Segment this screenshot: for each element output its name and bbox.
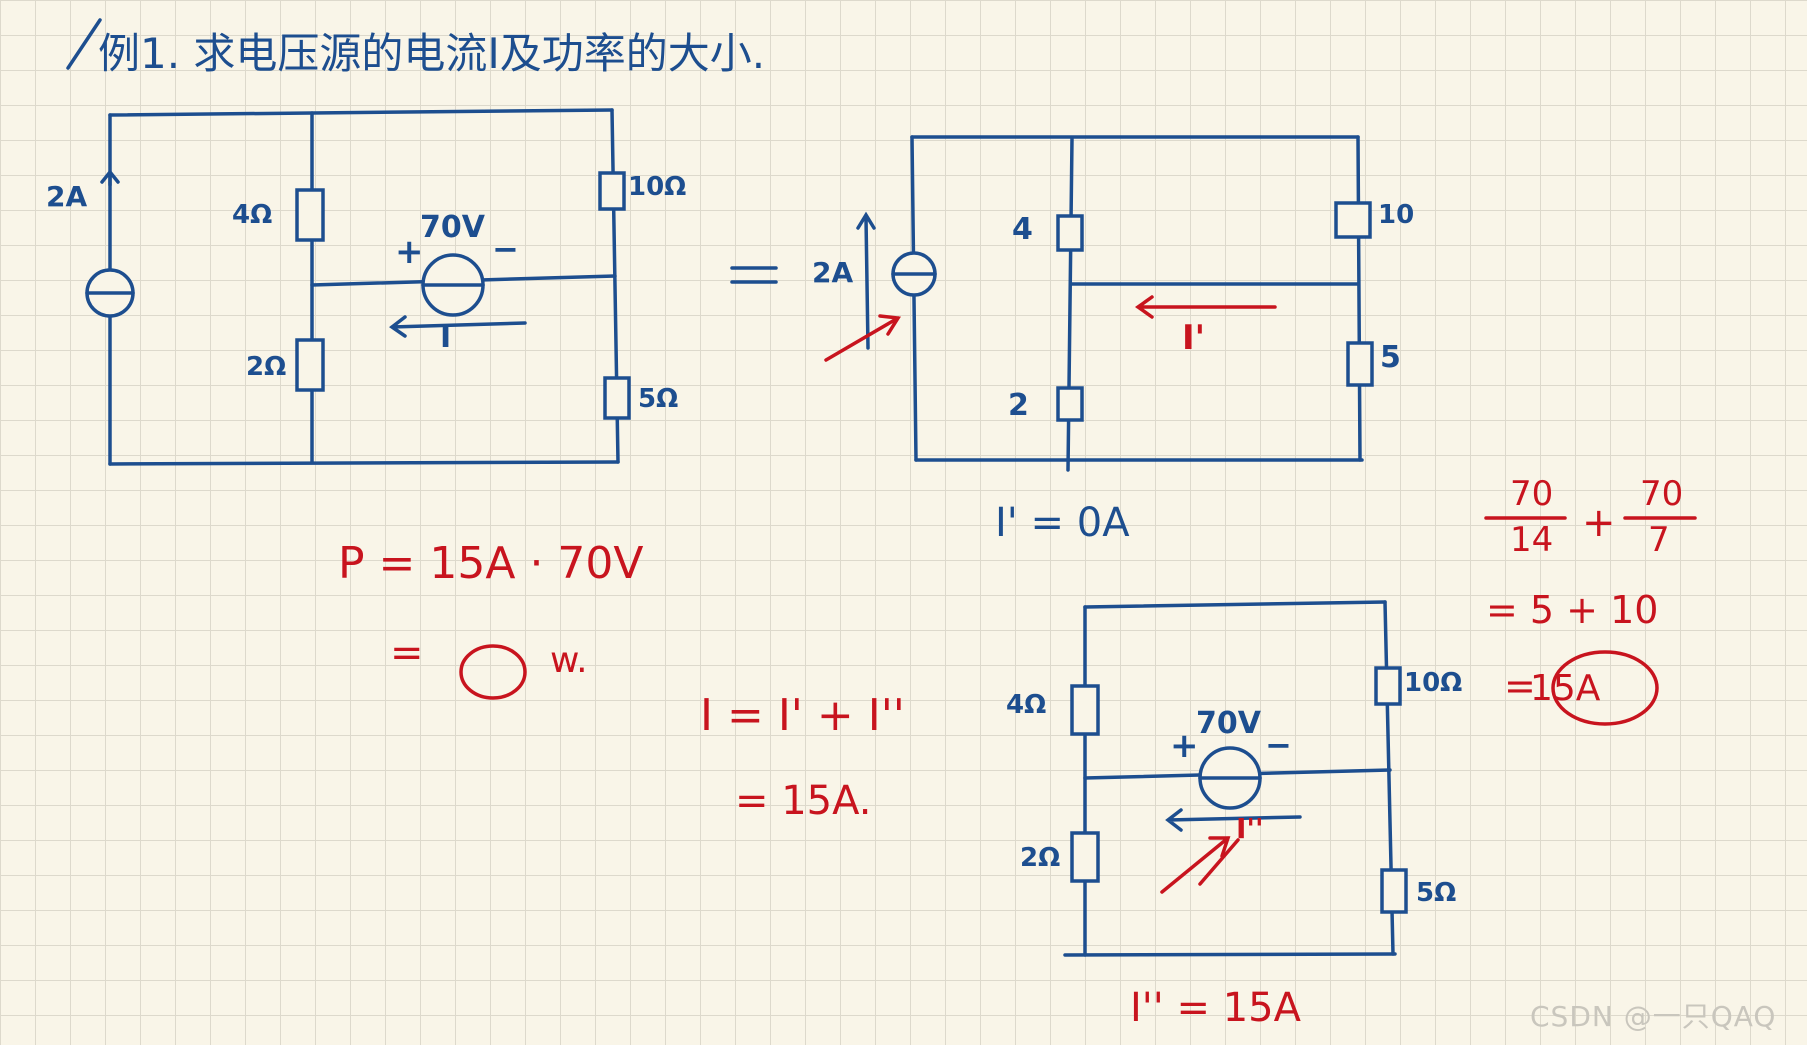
result-sub1: I' = 0A bbox=[995, 500, 1130, 546]
label-r-top-left: 4Ω bbox=[1006, 690, 1047, 720]
superposition-line-2: = 15A. bbox=[735, 778, 872, 824]
problem-title: 例1. 求电压源的电流I及功率的大小. bbox=[98, 29, 766, 78]
arrow-up-icon bbox=[100, 169, 120, 187]
resistor-4ohm bbox=[295, 188, 325, 242]
fraction-plus: + bbox=[1582, 500, 1616, 546]
resistor-2ohm bbox=[1070, 831, 1100, 883]
power-line-2-suffix: w. bbox=[550, 640, 588, 681]
label-current: I bbox=[440, 320, 452, 355]
label-r-bottom-right: 5Ω bbox=[638, 384, 679, 414]
power-line-2-prefix: = bbox=[390, 630, 424, 676]
label-voltage-source: 70V bbox=[1196, 706, 1261, 741]
label-plus: + bbox=[1170, 726, 1199, 766]
watermark: CSDN @一只QAQ bbox=[1530, 1000, 1777, 1033]
calc-line-2: = 5 + 10 bbox=[1486, 588, 1659, 632]
resistor-5 bbox=[1346, 341, 1374, 387]
fraction-2-denominator: 7 bbox=[1648, 520, 1670, 560]
answer-circle bbox=[1551, 650, 1659, 726]
resistor-4ohm bbox=[1070, 684, 1100, 736]
highlight-arrow-icon bbox=[824, 314, 901, 362]
resistor-2 bbox=[1056, 386, 1084, 422]
resistor-10ohm bbox=[1374, 666, 1402, 706]
label-r-bottom-right: 5 bbox=[1380, 340, 1401, 375]
resistor-5ohm bbox=[603, 376, 631, 420]
resistor-10ohm bbox=[598, 171, 626, 211]
label-r-bottom-left: 2Ω bbox=[246, 352, 287, 382]
label-voltage-source: 70V bbox=[420, 210, 485, 245]
power-line-1: P = 15A · 70V bbox=[338, 538, 644, 589]
calc-line-3-prefix: = bbox=[1504, 664, 1536, 708]
title-slash bbox=[66, 18, 102, 70]
label-current: I'' bbox=[1236, 812, 1264, 845]
label-minus: − bbox=[1265, 726, 1292, 764]
label-minus: − bbox=[492, 230, 519, 268]
sub-circuit-2 bbox=[1063, 600, 1408, 957]
calc-answer: 15A bbox=[1530, 668, 1601, 709]
zero-circle bbox=[459, 644, 527, 700]
current-arrow-icon bbox=[1134, 295, 1277, 319]
arrow-up-icon bbox=[856, 211, 876, 350]
label-r-top-right: 10Ω bbox=[628, 172, 687, 202]
label-r-top-right: 10 bbox=[1378, 200, 1415, 230]
sub-circuit-1 bbox=[824, 135, 1374, 472]
label-r-top-left: 4Ω bbox=[232, 200, 273, 230]
label-r-bottom-left: 2 bbox=[1008, 388, 1029, 423]
resistor-5ohm bbox=[1380, 868, 1408, 914]
label-r-bottom-right: 5Ω bbox=[1416, 878, 1457, 908]
current-arrow-icon bbox=[1165, 808, 1302, 832]
label-plus: + bbox=[395, 232, 424, 272]
label-r-bottom-left: 2Ω bbox=[1020, 843, 1061, 873]
resistor-4 bbox=[1056, 214, 1084, 252]
fraction-1-denominator: 14 bbox=[1510, 520, 1554, 560]
highlight-arrow-icon bbox=[1160, 836, 1231, 894]
result-sub2: I'' = 15A bbox=[1130, 985, 1301, 1031]
label-r-top-right: 10Ω bbox=[1404, 668, 1463, 698]
label-current-source: 2A bbox=[812, 256, 854, 289]
fraction-2-numerator: 70 bbox=[1640, 474, 1684, 514]
resistor-10 bbox=[1334, 201, 1372, 239]
label-current: I' bbox=[1182, 318, 1206, 358]
label-r-top-left: 4 bbox=[1012, 212, 1033, 247]
label-current-source: 2A bbox=[46, 180, 88, 213]
fraction-1-numerator: 70 bbox=[1510, 474, 1554, 514]
resistor-2ohm bbox=[295, 338, 325, 392]
main-circuit bbox=[85, 108, 631, 466]
current-arrow-icon bbox=[389, 315, 527, 338]
superposition-line-1: I = I' + I'' bbox=[700, 690, 905, 741]
